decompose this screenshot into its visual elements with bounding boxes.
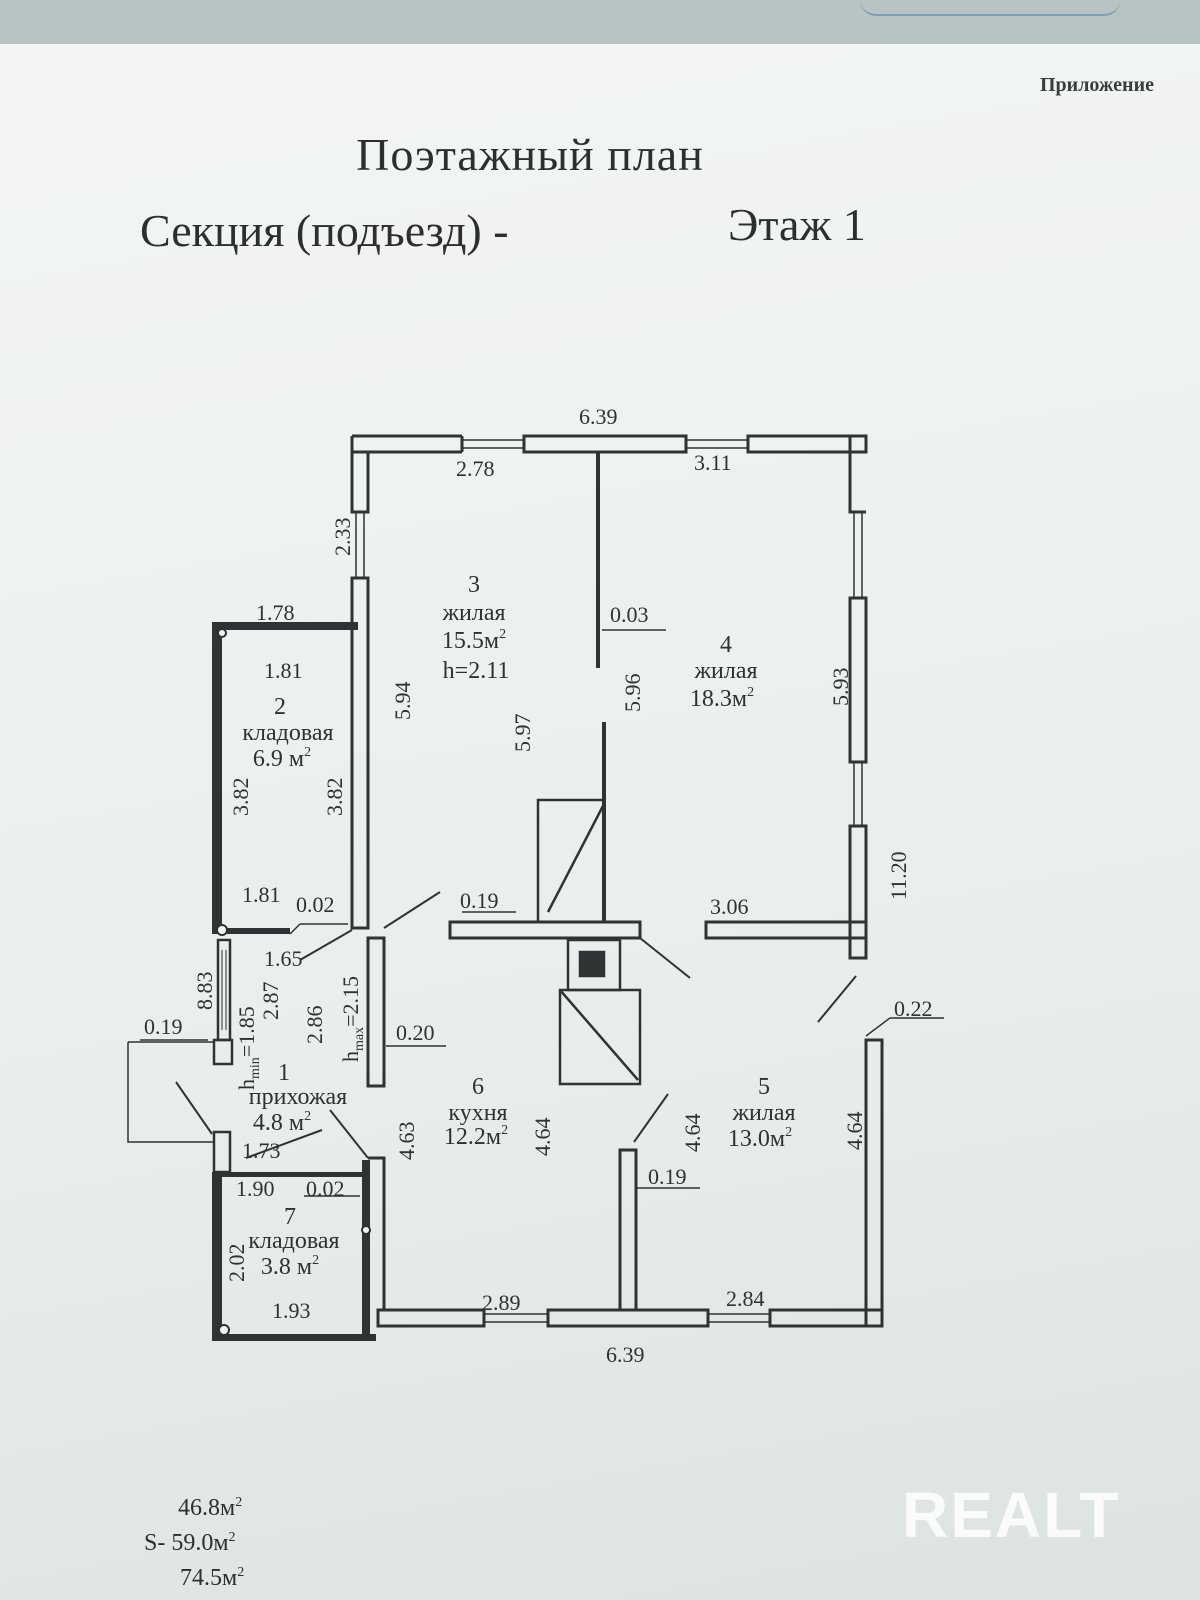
svg-text:7: 7 — [284, 1204, 296, 1230]
dim-r7-left: 2.02 — [224, 1244, 249, 1283]
dim-r1-287: 2.87 — [258, 982, 283, 1021]
dim-wall-019-mid: 0.19 — [460, 888, 499, 913]
dim-r6-bottom: 2.89 — [482, 1290, 521, 1315]
dim-wall-020: 0.20 — [396, 1020, 435, 1045]
room-1-label: 1 прихожая 4.8 м2 — [249, 1060, 347, 1136]
svg-text:13.0м2: 13.0м2 — [728, 1125, 792, 1152]
dim-r1-top: 1.65 — [264, 946, 303, 971]
dim-r2-top: 1.81 — [264, 658, 303, 683]
svg-text:жилая: жилая — [731, 1100, 795, 1126]
dim-wall-019-left: 0.19 — [144, 1014, 183, 1039]
dim-r6-right: 4.64 — [530, 1118, 555, 1157]
dim-wall-002-b: 0.02 — [306, 1176, 345, 1201]
svg-text:6.9 м2: 6.9 м2 — [253, 745, 311, 772]
dim-r2-top-outer: 1.78 — [256, 600, 295, 625]
svg-text:кладовая: кладовая — [248, 1228, 339, 1254]
storage-room-7-walls — [212, 1160, 376, 1341]
stairs-and-stove — [536, 798, 642, 1086]
svg-text:18.3м2: 18.3м2 — [690, 685, 754, 712]
dim-r7-bottom: 1.93 — [272, 1298, 311, 1323]
svg-text:6: 6 — [472, 1074, 484, 1100]
storage-room-2-walls — [212, 622, 358, 936]
area-totals: 46.8м2 S- 59.0м2 74.5м2 — [140, 1488, 244, 1593]
dim-right-total: 11.20 — [886, 851, 911, 900]
dim-partition: 0.03 — [610, 602, 649, 627]
dim-r7-top: 1.90 — [236, 1176, 275, 1201]
svg-text:h=2.11: h=2.11 — [443, 658, 510, 684]
paper-edge — [860, 0, 1120, 16]
dim-r4-right: 5.93 — [828, 668, 853, 707]
photo-top-band — [0, 0, 1200, 52]
svg-text:3.8 м2: 3.8 м2 — [261, 1253, 319, 1280]
svg-text:1: 1 — [278, 1060, 290, 1086]
dim-top-total: 6.39 — [579, 404, 618, 429]
dim-hmax: hmax=2.15 — [338, 976, 367, 1062]
dim-r1-bottom: 1.73 — [242, 1138, 281, 1163]
dim-r5-right: 4.64 — [842, 1112, 867, 1151]
section-label: Секция (подъезд) - — [140, 205, 509, 256]
dimension-leaders — [140, 629, 944, 1197]
svg-text:кухня: кухня — [448, 1100, 507, 1126]
svg-text:5: 5 — [758, 1074, 770, 1100]
dim-r4-left: 5.96 — [620, 674, 645, 713]
svg-text:12.2м2: 12.2м2 — [444, 1123, 508, 1150]
room-5-label: 5 жилая 13.0м2 — [728, 1074, 796, 1152]
dim-r3-left: 5.94 — [390, 682, 415, 721]
dim-r2-bottom: 1.81 — [242, 882, 281, 907]
room-7-label: 7 кладовая 3.8 м2 — [248, 1204, 339, 1280]
door-swings — [175, 891, 857, 1159]
dim-wall-022: 0.22 — [894, 996, 933, 1021]
svg-text:2: 2 — [274, 694, 286, 720]
room-6-label: 6 кухня 12.2м2 — [444, 1074, 508, 1150]
outer-walls — [350, 434, 884, 1328]
svg-text:жилая: жилая — [441, 600, 505, 626]
dim-top-left: 2.78 — [456, 456, 495, 481]
svg-text:прихожая: прихожая — [249, 1084, 347, 1110]
svg-text:4.8 м2: 4.8 м2 — [253, 1109, 311, 1136]
dim-bottom-total: 6.39 — [606, 1342, 645, 1367]
dim-r1-286: 2.86 — [302, 1006, 327, 1045]
total-gross-area: 74.5м2 — [180, 1565, 245, 1591]
svg-text:3: 3 — [468, 572, 480, 598]
dim-r5-left: 4.64 — [680, 1114, 705, 1153]
annex-label: Приложение — [1040, 74, 1154, 96]
total-area: S- 59.0м2 — [144, 1530, 236, 1556]
dim-left-total: 8.83 — [192, 972, 217, 1011]
room-3-label: 3 жилая 15.5м2 h=2.11 — [441, 572, 509, 684]
svg-text:4: 4 — [720, 632, 732, 658]
svg-text:жилая: жилая — [693, 658, 757, 684]
svg-text:15.5м2: 15.5м2 — [442, 627, 506, 654]
realt-watermark: REALT — [902, 1479, 1121, 1551]
floor-label: Этаж 1 — [728, 199, 866, 250]
dim-hmin: hmin=1.85 — [234, 1006, 263, 1090]
dim-r2-right: 3.82 — [322, 778, 347, 817]
plan-title: Поэтажный план — [356, 129, 704, 180]
svg-text:кладовая: кладовая — [242, 720, 333, 746]
dim-r2-left: 3.82 — [228, 778, 253, 817]
dim-wall-002-a: 0.02 — [296, 892, 335, 917]
dim-left-upper: 2.33 — [330, 518, 355, 557]
dim-r3-right: 5.97 — [510, 714, 535, 753]
document-sheet — [0, 44, 1200, 1600]
room-4-label: 4 жилая 18.3м2 — [690, 632, 758, 712]
room-2-label: 2 кладовая 6.9 м2 — [242, 694, 333, 772]
dim-r5-top: 3.06 — [710, 894, 749, 919]
dim-wall-019-r5: 0.19 — [648, 1164, 687, 1189]
dim-r6-left: 4.63 — [394, 1122, 419, 1161]
total-living-area: 46.8м2 — [178, 1495, 243, 1521]
dim-r5-bottom: 2.84 — [726, 1286, 765, 1311]
dim-top-right: 3.11 — [694, 450, 732, 475]
